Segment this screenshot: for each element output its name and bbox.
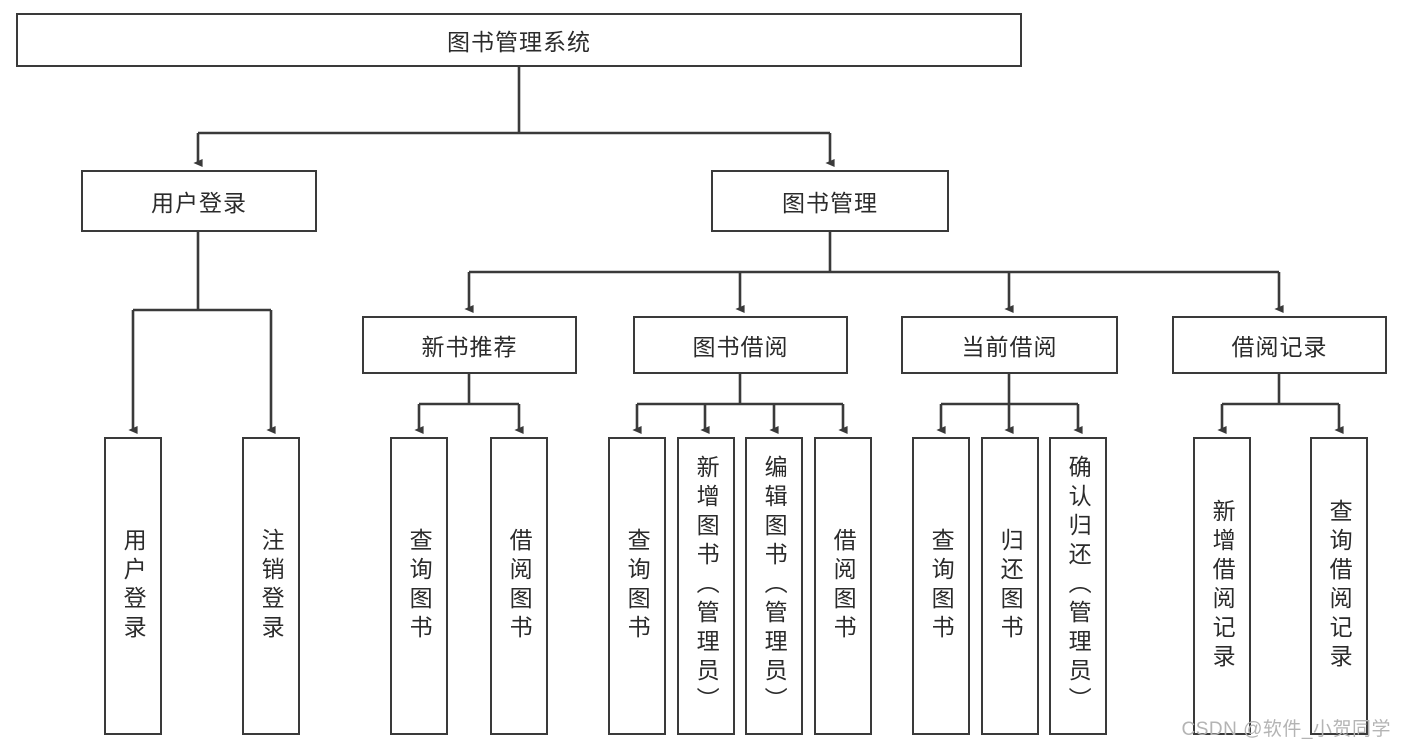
leaf-confirm-return[interactable]: 确认归还（管理员） (1049, 437, 1107, 735)
node-new-book-recommend[interactable]: 新书推荐 (362, 316, 577, 374)
node-root-system[interactable]: 图书管理系统 (16, 13, 1022, 67)
leaf-query-book-2[interactable]: 查询图书 (608, 437, 666, 735)
leaf-add-book[interactable]: 新增图书（管理员） (677, 437, 735, 735)
leaf-borrow-book-1-label: 借阅图书 (506, 528, 533, 644)
node-borrow-record[interactable]: 借阅记录 (1172, 316, 1387, 374)
leaf-return-book-label: 归还图书 (997, 528, 1024, 644)
leaf-add-record[interactable]: 新增借阅记录 (1193, 437, 1251, 735)
leaf-borrow-book-1[interactable]: 借阅图书 (490, 437, 548, 735)
leaf-borrow-book-2-label: 借阅图书 (830, 528, 857, 644)
leaf-query-book-1[interactable]: 查询图书 (390, 437, 448, 735)
leaf-return-book[interactable]: 归还图书 (981, 437, 1039, 735)
node-current-borrow[interactable]: 当前借阅 (901, 316, 1118, 374)
node-book-management[interactable]: 图书管理 (711, 170, 949, 232)
leaf-edit-book[interactable]: 编辑图书（管理员） (745, 437, 803, 735)
leaf-edit-book-label: 编辑图书（管理员） (761, 455, 788, 716)
csdn-watermark: CSDN @软件_小贺同学 (1181, 719, 1391, 740)
leaf-query-book-2-label: 查询图书 (624, 528, 651, 644)
leaf-user-login[interactable]: 用户登录 (104, 437, 162, 735)
leaf-query-record-label: 查询借阅记录 (1326, 499, 1353, 673)
leaf-query-book-1-label: 查询图书 (406, 528, 433, 644)
leaf-user-login-label: 用户登录 (120, 528, 147, 644)
leaf-query-book-3[interactable]: 查询图书 (912, 437, 970, 735)
node-root-system-label: 图书管理系统 (447, 29, 591, 55)
node-user-login-label: 用户登录 (151, 190, 247, 216)
leaf-add-book-label: 新增图书（管理员） (693, 455, 720, 716)
leaf-confirm-return-label: 确认归还（管理员） (1065, 455, 1092, 716)
node-user-login[interactable]: 用户登录 (81, 170, 317, 232)
leaf-add-record-label: 新增借阅记录 (1209, 499, 1236, 673)
leaf-logout-login-label: 注销登录 (258, 528, 285, 644)
node-book-borrow[interactable]: 图书借阅 (633, 316, 848, 374)
leaf-borrow-book-2[interactable]: 借阅图书 (814, 437, 872, 735)
node-new-book-recommend-label: 新书推荐 (421, 334, 518, 360)
leaf-query-book-3-label: 查询图书 (928, 528, 955, 644)
node-book-management-label: 图书管理 (782, 190, 878, 216)
node-borrow-record-label: 借阅记录 (1231, 334, 1328, 360)
leaf-query-record[interactable]: 查询借阅记录 (1310, 437, 1368, 735)
leaf-logout-login[interactable]: 注销登录 (242, 437, 300, 735)
node-current-borrow-label: 当前借阅 (961, 334, 1058, 360)
node-book-borrow-label: 图书借阅 (692, 334, 789, 360)
